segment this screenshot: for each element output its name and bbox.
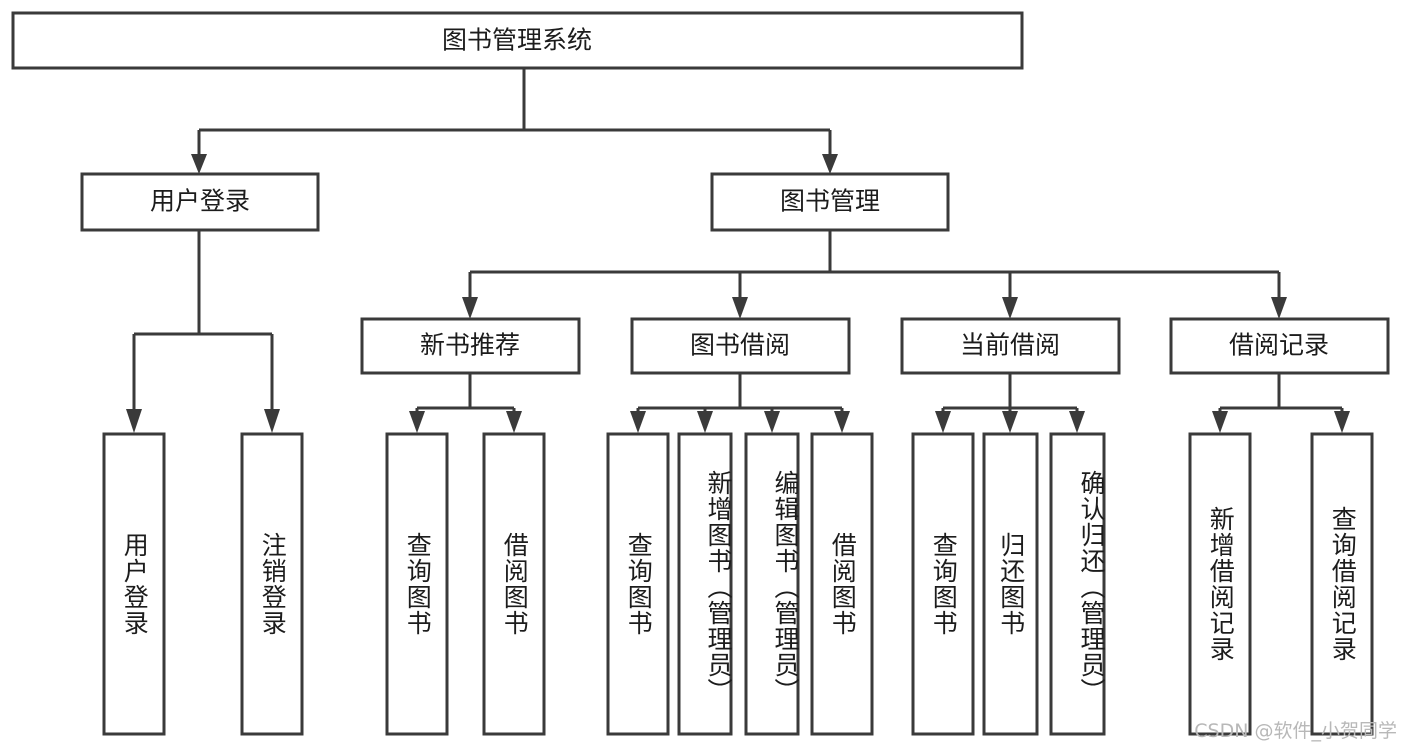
arrow-head-leaf-add-record: [1212, 411, 1228, 433]
node-box-leaf-add-record[interactable]: [1188, 432, 1252, 736]
connector-group-current-borrow: [935, 373, 1085, 433]
connector-group-new-book: [409, 373, 522, 433]
node-label-root: 图书管理系统: [442, 27, 592, 55]
arrow-head-user-login: [191, 154, 207, 174]
arrow-head-leaf-add-book: [697, 411, 713, 433]
node-box-book-manage[interactable]: [710, 172, 950, 232]
node-box-new-book[interactable]: [360, 317, 581, 375]
connector-group-book-manage: [462, 231, 1287, 319]
node-box-leaf-borrow-book-1[interactable]: [482, 432, 546, 736]
node-label-book-borrow: 图书借阅: [690, 332, 790, 360]
node-box-current-borrow[interactable]: [900, 317, 1121, 375]
arrow-head-leaf-edit-book: [764, 411, 780, 433]
node-box-leaf-edit-book[interactable]: [744, 432, 800, 736]
arrow-head-leaf-borrow-book-2: [834, 411, 850, 433]
node-box-leaf-query-book-3[interactable]: [911, 432, 975, 736]
node-box-book-borrow[interactable]: [630, 317, 851, 375]
node-box-root[interactable]: [11, 11, 1024, 70]
node-label-borrow-record: 借阅记录: [1229, 332, 1329, 360]
connector-group-root: [191, 69, 838, 174]
node-box-leaf-query-record[interactable]: [1310, 432, 1374, 736]
arrow-head-leaf-confirm-return: [1069, 411, 1085, 433]
arrow-head-borrow-record: [1271, 297, 1287, 319]
arrow-head-leaf-query-record: [1334, 411, 1350, 433]
node-box-leaf-query-book-1[interactable]: [385, 432, 449, 736]
node-box-leaf-return-book[interactable]: [982, 432, 1039, 736]
node-label-book-manage: 图书管理: [780, 188, 880, 216]
arrow-head-current-borrow: [1002, 297, 1018, 319]
arrow-head-leaf-logout: [264, 409, 280, 433]
arrow-head-leaf-user-login: [126, 409, 142, 433]
node-box-leaf-add-book[interactable]: [677, 432, 733, 736]
node-box-leaf-logout[interactable]: [240, 432, 304, 736]
arrow-head-book-borrow: [732, 297, 748, 319]
node-box-leaf-query-book-2[interactable]: [606, 432, 670, 736]
node-box-leaf-user-login[interactable]: [102, 432, 166, 736]
connector-group-user-login: [126, 231, 280, 433]
arrow-head-leaf-query-book-2: [630, 411, 646, 433]
arrow-head-leaf-query-book-1: [409, 411, 425, 433]
node-label-current-borrow: 当前借阅: [960, 332, 1060, 360]
arrow-head-leaf-borrow-book-1: [506, 411, 522, 433]
node-box-leaf-borrow-book-2[interactable]: [810, 432, 874, 736]
arrow-head-leaf-return-book: [1002, 411, 1018, 433]
connector-group-borrow-record: [1212, 373, 1350, 433]
node-box-user-login[interactable]: [80, 172, 320, 232]
node-box-borrow-record[interactable]: [1169, 317, 1390, 375]
node-label-user-login: 用户登录: [150, 188, 250, 216]
arrow-head-leaf-query-book-3: [935, 411, 951, 433]
arrow-head-book-manage: [822, 154, 838, 174]
node-label-new-book: 新书推荐: [420, 332, 520, 360]
arrow-head-new-book: [462, 297, 478, 319]
connector-group-book-borrow: [630, 373, 850, 433]
node-box-leaf-confirm-return[interactable]: [1049, 432, 1106, 736]
